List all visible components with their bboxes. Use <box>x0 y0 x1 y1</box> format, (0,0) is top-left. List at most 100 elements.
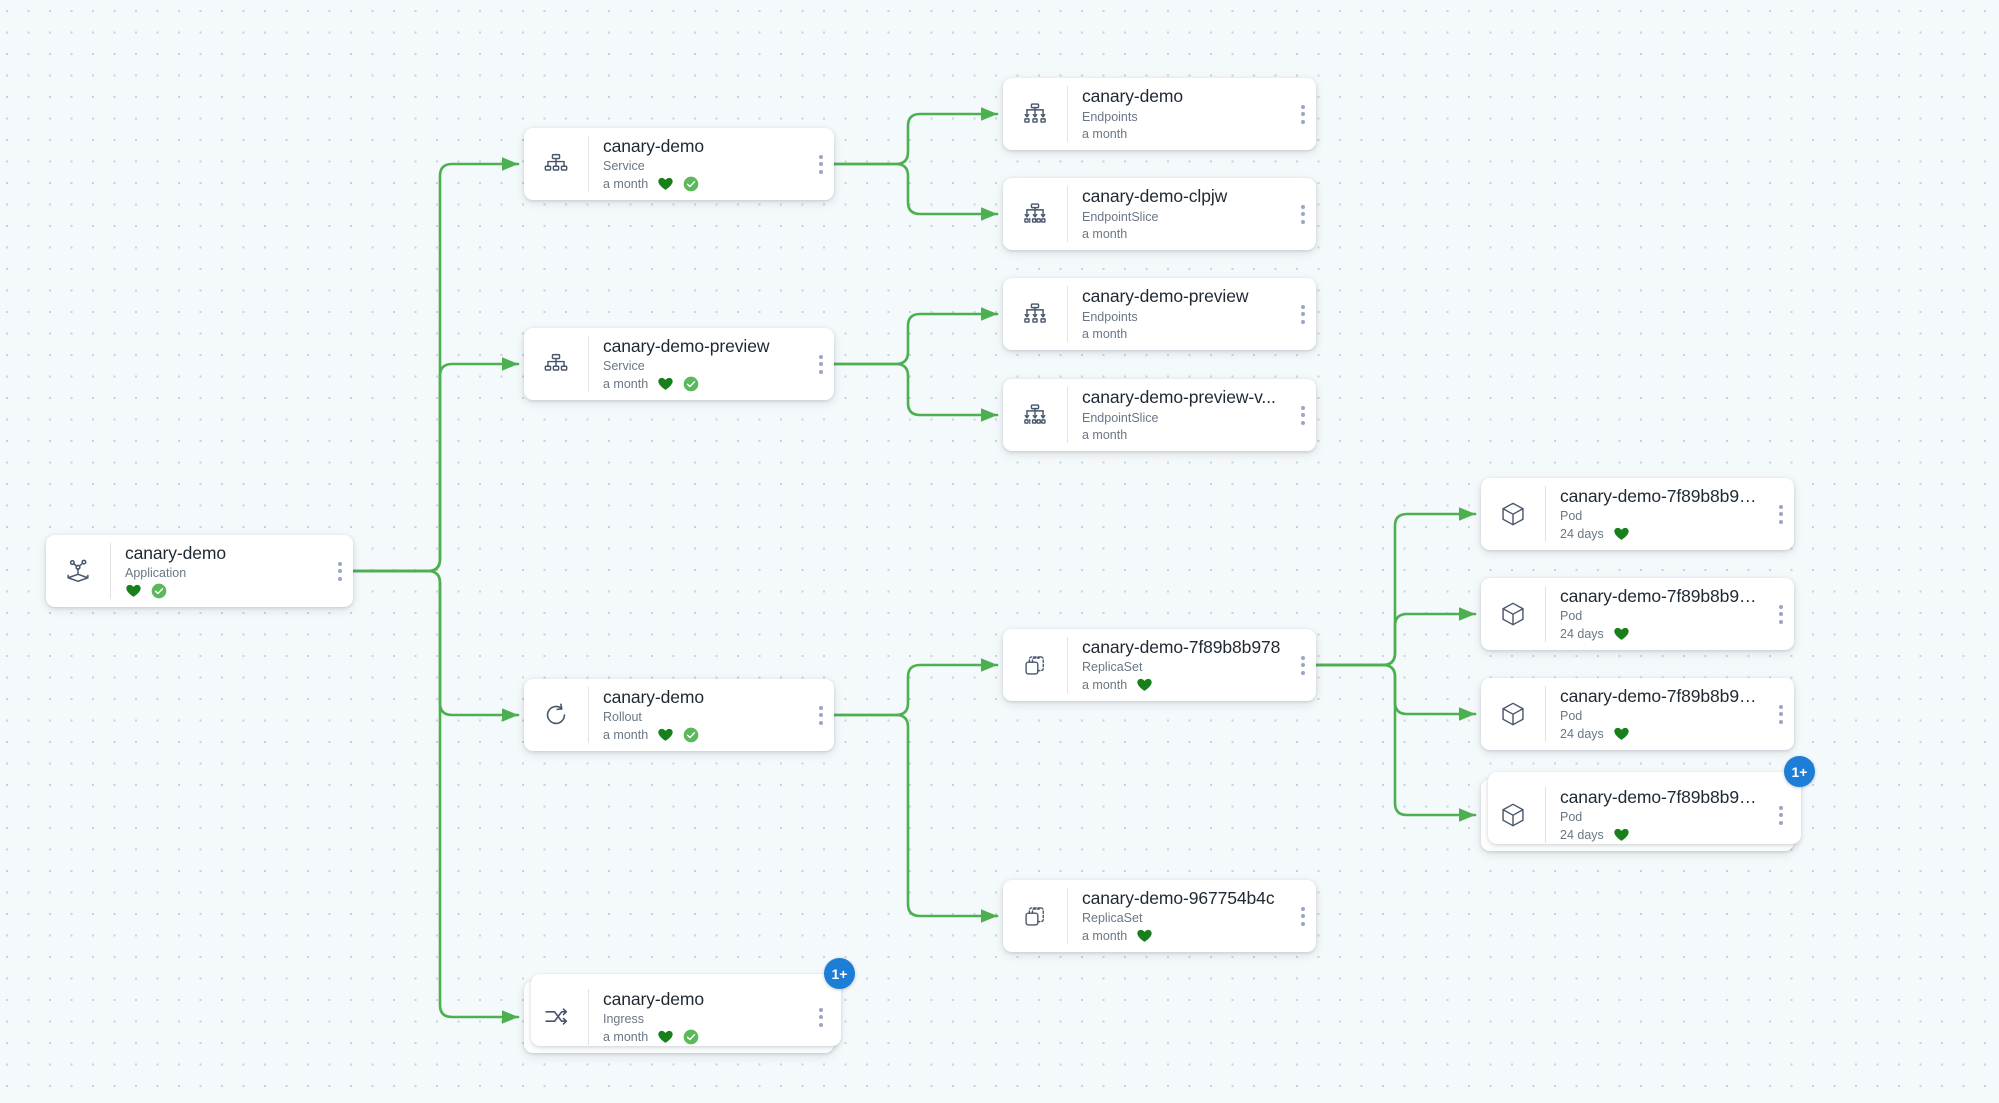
node-kind-label: ReplicaSet <box>1082 660 1143 674</box>
node-meta: 24 days <box>1560 826 1762 843</box>
pod-icon <box>1481 678 1545 750</box>
node-kebab-menu-icon[interactable] <box>1768 478 1794 550</box>
health-status-icon[interactable] <box>1136 927 1153 944</box>
sync-status-icon[interactable] <box>683 176 699 192</box>
node-age: a month <box>1082 677 1128 692</box>
node-title: canary-demo <box>603 989 705 1009</box>
pod-icon <box>1481 779 1545 851</box>
health-status-icon[interactable] <box>125 582 142 599</box>
node-kebab-menu-icon[interactable] <box>1768 578 1794 650</box>
node-title: canary-demo-preview <box>1082 286 1249 306</box>
replicaset-icon <box>1003 629 1067 701</box>
node-kebab-menu-icon[interactable] <box>1290 629 1316 701</box>
node-age: a month <box>603 176 649 191</box>
node-age: 24 days <box>1560 726 1604 741</box>
node-age: 24 days <box>1560 526 1604 541</box>
rollout-icon <box>524 679 588 751</box>
node-kebab-menu-icon[interactable] <box>808 679 834 751</box>
health-status-icon[interactable] <box>1613 525 1630 542</box>
node-meta: 24 days <box>1560 725 1762 742</box>
node-kebab-menu-icon[interactable] <box>808 128 834 200</box>
node-kind-label: Rollout <box>603 710 642 724</box>
health-status-icon[interactable] <box>1613 725 1630 742</box>
health-status-icon[interactable] <box>657 726 674 743</box>
endpoints-icon <box>1003 78 1067 150</box>
node-meta: a month <box>603 175 802 192</box>
node-kebab-menu-icon[interactable] <box>1290 379 1316 451</box>
node-meta: a month <box>1082 676 1284 693</box>
node-meta: a month <box>1082 427 1284 443</box>
replicaset-icon <box>1003 880 1067 952</box>
node-kebab-menu-icon[interactable] <box>1290 78 1316 150</box>
node-meta: a month <box>603 726 802 743</box>
node-kind-label: Service <box>603 159 645 173</box>
health-status-icon[interactable] <box>1136 676 1153 693</box>
node-kebab-menu-icon[interactable] <box>1290 880 1316 952</box>
node-title: canary-demo <box>125 543 227 563</box>
node-meta: a month <box>603 375 802 392</box>
node-meta: a month <box>1082 126 1284 142</box>
health-status-icon[interactable] <box>657 175 674 192</box>
endpointslice-icon <box>1003 178 1067 250</box>
node-kebab-menu-icon[interactable] <box>327 535 353 607</box>
node-kebab-menu-icon[interactable] <box>1290 178 1316 250</box>
child-count-badge[interactable]: 1+ <box>1784 756 1815 787</box>
node-kind-label: Endpoints <box>1082 110 1138 124</box>
pod-icon <box>1481 478 1545 550</box>
node-kind-label: Pod <box>1560 609 1583 623</box>
sync-status-icon[interactable] <box>683 1029 699 1045</box>
health-status-icon[interactable] <box>1613 826 1630 843</box>
node-title: canary-demo <box>603 687 705 707</box>
node-title: canary-demo-7f89b8b97... <box>1560 486 1762 506</box>
health-status-icon[interactable] <box>1613 625 1630 642</box>
sync-status-icon[interactable] <box>683 376 699 392</box>
node-age: a month <box>603 1029 649 1044</box>
sync-status-icon[interactable] <box>683 727 699 743</box>
node-kebab-menu-icon[interactable] <box>1768 779 1794 851</box>
node-meta: 24 days <box>1560 525 1762 542</box>
node-meta: a month <box>1082 226 1284 242</box>
node-meta: a month <box>1082 927 1284 944</box>
node-meta: a month <box>1082 326 1284 342</box>
service-icon <box>524 128 588 200</box>
health-status-icon[interactable] <box>657 375 674 392</box>
node-kebab-menu-icon[interactable] <box>1290 278 1316 350</box>
node-kind-label: ReplicaSet <box>1082 911 1143 925</box>
node-age: 24 days <box>1560 827 1604 842</box>
node-title: canary-demo-967754b4c <box>1082 888 1275 908</box>
child-count-badge[interactable]: 1+ <box>824 958 855 989</box>
health-status-icon[interactable] <box>657 1028 674 1045</box>
node-kebab-menu-icon[interactable] <box>1768 678 1794 750</box>
argo-application-icon <box>46 535 110 607</box>
node-title: canary-demo-7f89b8b97... <box>1560 586 1762 606</box>
node-kebab-menu-icon[interactable] <box>808 328 834 400</box>
sync-status-icon[interactable] <box>151 583 167 599</box>
node-kind-label: Endpoints <box>1082 310 1138 324</box>
node-kebab-menu-icon[interactable] <box>808 981 834 1053</box>
node-meta: a month <box>603 1028 802 1045</box>
